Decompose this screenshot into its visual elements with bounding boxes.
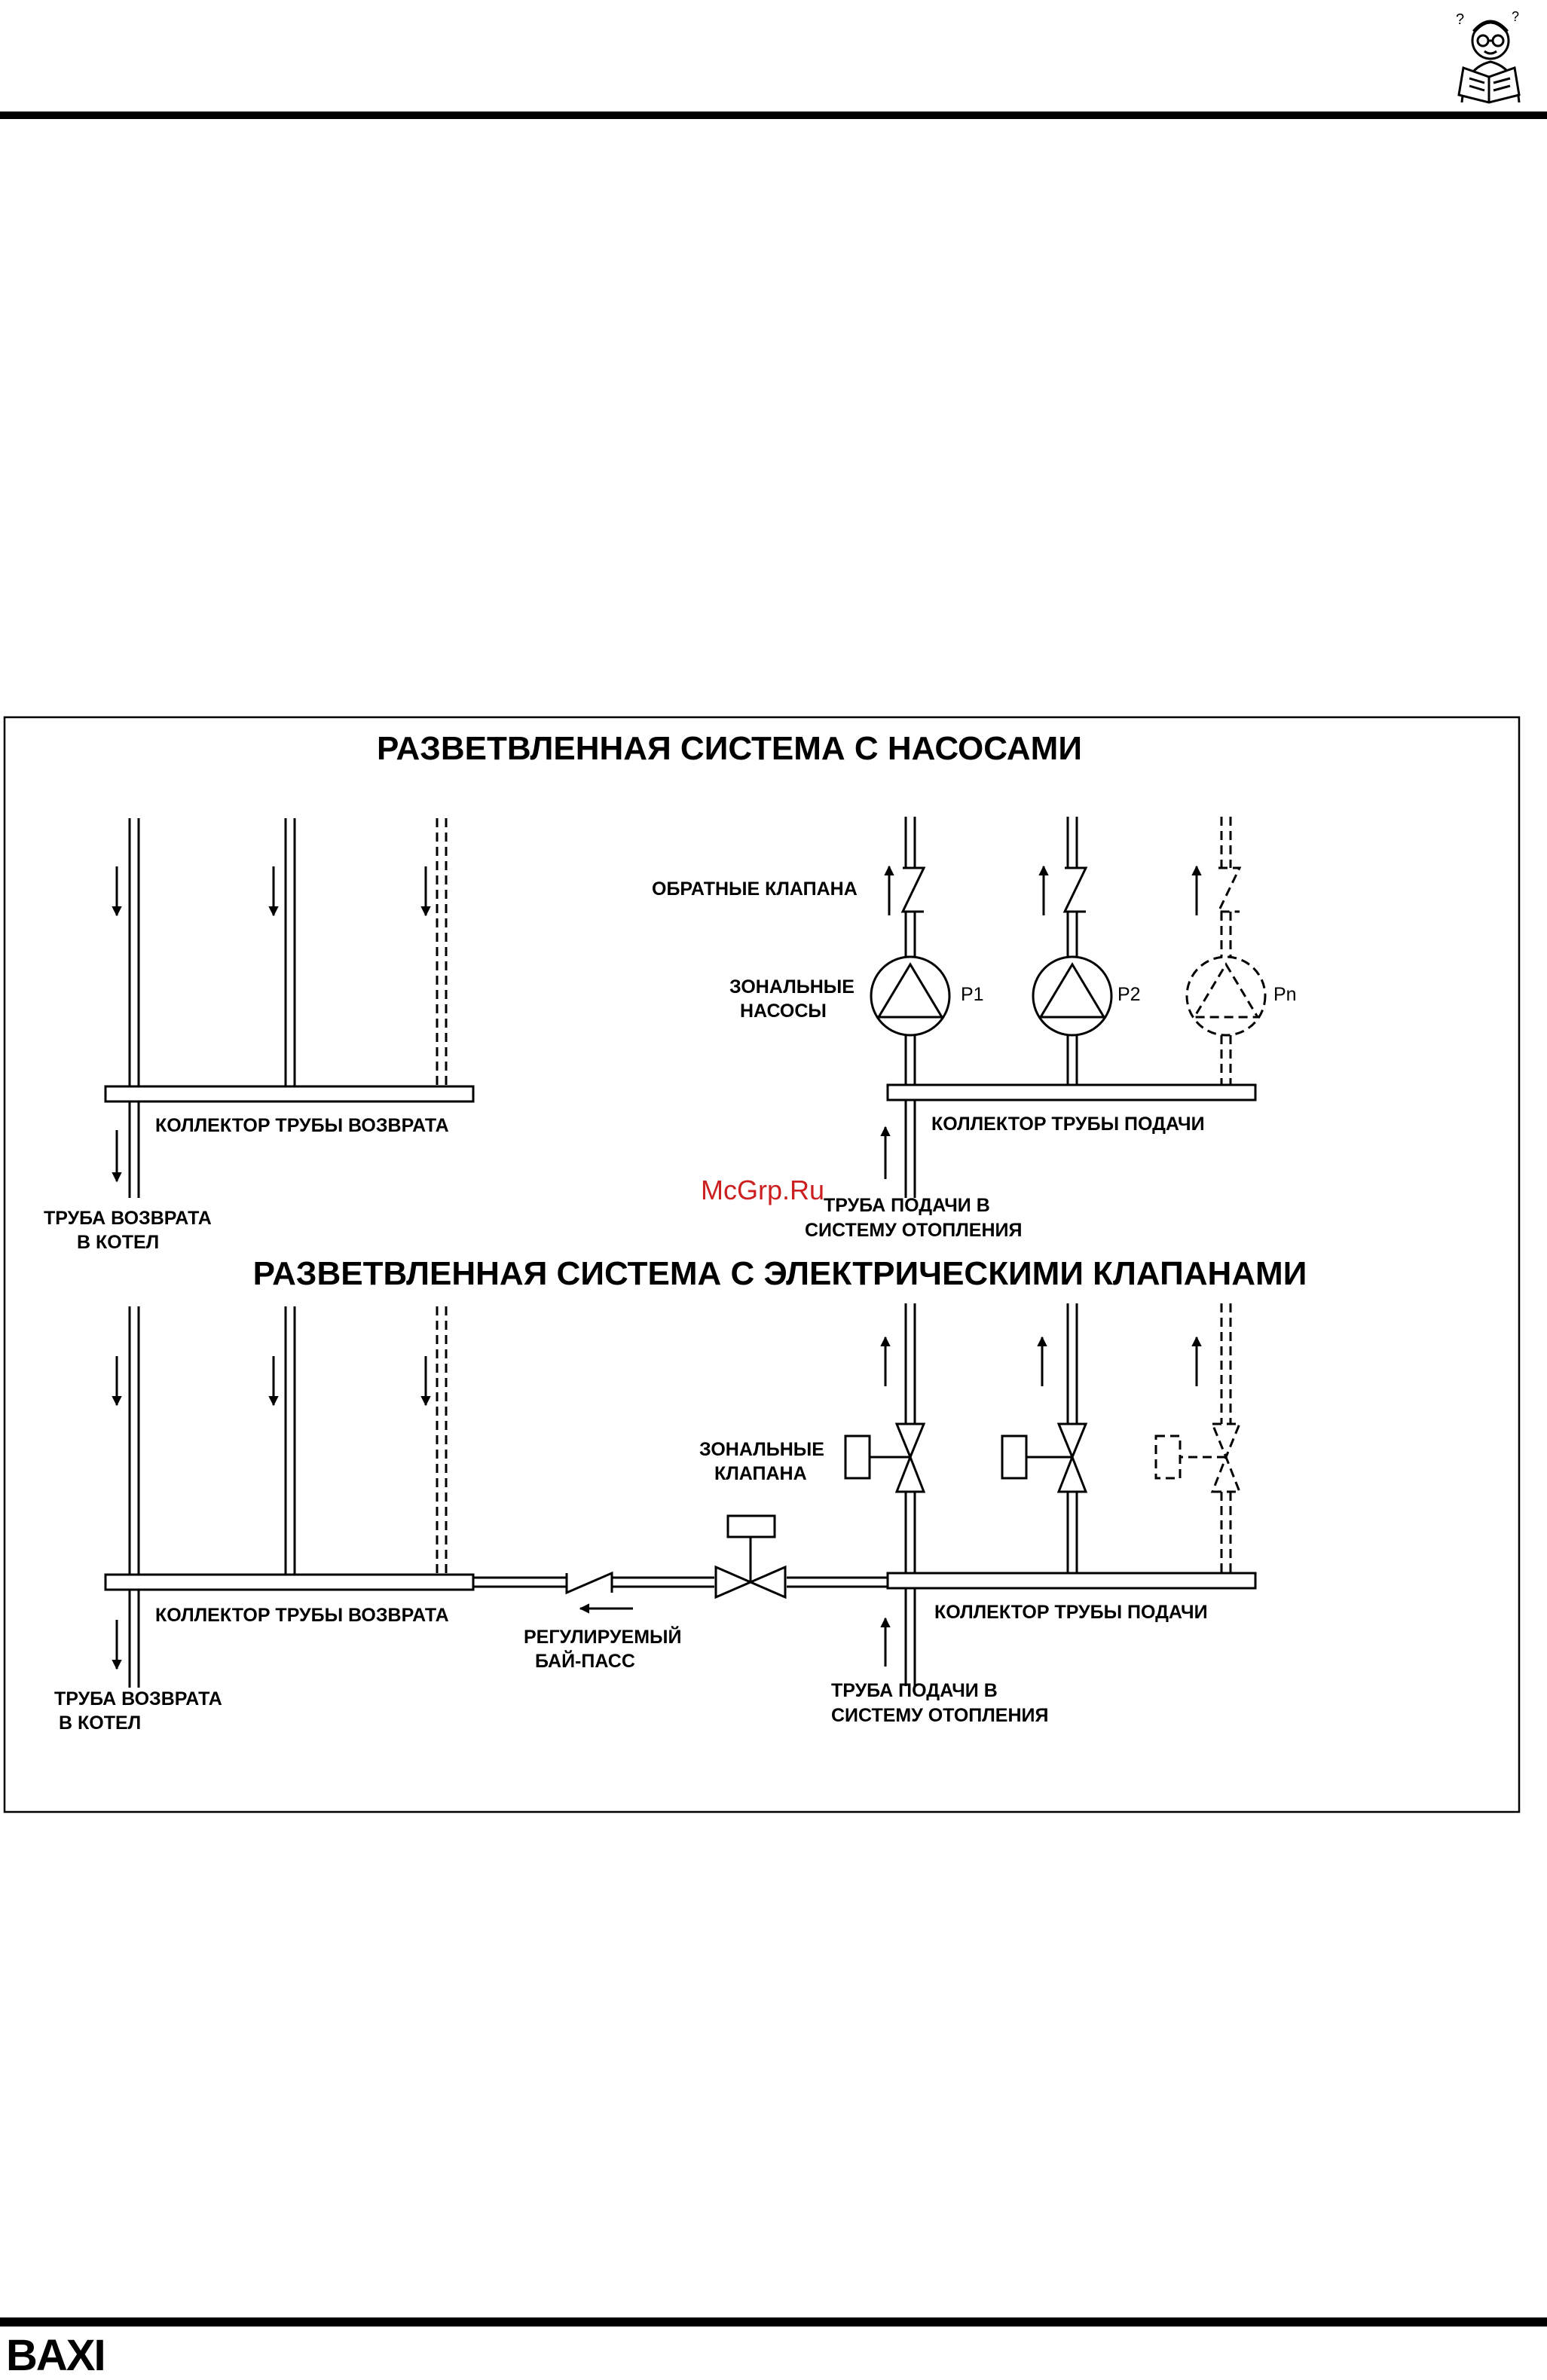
zone-valve-icon [1056,1422,1088,1460]
diagram-frame [3,716,1521,1813]
header-rule [0,112,1547,119]
return-pipe-label-line1: ТРУБА ВОЗВРАТА [44,1208,212,1229]
zone-valve-icon [894,1422,926,1460]
supply-collector-top: КОЛЛЕКТОР ТРУБЫ ПОДАЧИ [880,1083,1257,1198]
check-valve-icon [900,866,926,913]
return-collector-top: КОЛЛЕКТОР ТРУБЫ ВОЗВРАТА [104,818,475,1198]
actuator-icon [844,1434,871,1480]
pump-icon [1032,955,1113,1037]
watermark-text: McGrp.Ru [701,1175,824,1205]
pump-system-title: РАЗВЕТВЛЕННАЯ СИСТЕМА С НАСОСАМИ [377,730,1082,767]
check-valves-label: ОБРАТНЫЕ КЛАПАНА [652,878,858,900]
valve-branch-n [1154,1303,1242,1573]
reading-man-icon: ? ? [1456,9,1521,104]
return-pipe-label-line1: ТРУБА ВОЗВРАТА [54,1688,222,1709]
svg-text:?: ? [1512,9,1519,24]
check-valve-icon [1062,866,1088,913]
zone-valves-label-line2: КЛАПАНА [714,1463,807,1484]
baxi-logo: BAXI [6,2331,106,2380]
check-valve-icon [1216,866,1242,913]
return-collector-bottom: КОЛЛЕКТОР ТРУБЫ ВОЗВРАТА [104,1306,475,1688]
pump-label-p1: P1 [961,984,984,1005]
valve-icon [714,1565,754,1599]
bypass-label-line1: РЕГУЛИРУЕМЫЙ [524,1625,681,1648]
actuator-icon [1154,1434,1182,1480]
pump-system-section: РАЗВЕТВЛЕННАЯ СИСТЕМА С НАСОСАМИ КОЛЛЕКТ… [44,730,1297,1253]
supply-collector-bottom: КОЛЛЕКТОР ТРУБЫ ПОДАЧИ [880,1572,1257,1686]
actuator-icon [1001,1434,1028,1480]
return-pipe-label-line2: В КОТЕЛ [77,1232,159,1253]
supply-pipe-label-line2: СИСТЕМУ ОТОПЛЕНИЯ [831,1705,1048,1726]
zone-pumps-label-line1: ЗОНАЛЬНЫЕ [729,976,855,998]
bypass-label-line2: БАЙ-ПАСС [535,1649,635,1672]
pump-icon [870,955,951,1037]
valve-branch-2 [1001,1303,1088,1573]
svg-text:?: ? [1456,11,1464,28]
return-collector-label: КОЛЛЕКТОР ТРУБЫ ВОЗВРАТА [155,1605,449,1626]
supply-collector-label: КОЛЛЕКТОР ТРУБЫ ПОДАЧИ [931,1114,1205,1135]
zone-branch-n [1185,817,1267,1085]
return-pipe-label-line2: В КОТЕЛ [59,1712,141,1734]
return-collector-label: КОЛЛЕКТОР ТРУБЫ ВОЗВРАТА [155,1115,449,1136]
pump-label-p2: P2 [1117,984,1141,1005]
supply-collector-label: КОЛЛЕКТОР ТРУБЫ ПОДАЧИ [934,1602,1208,1623]
zone-branch-1: P1 [870,817,984,1085]
valve-system-title: РАЗВЕТВЛЕННАЯ СИСТЕМА С ЭЛЕКТРИЧЕСКИМИ К… [253,1255,1307,1292]
supply-pipe-label-line2: СИСТЕМУ ОТОПЛЕНИЯ [805,1220,1022,1241]
pump-icon [1185,955,1267,1037]
zone-branch-2: P2 [1032,817,1141,1085]
valve-system-section: РАЗВЕТВЛЕННАЯ СИСТЕМА С ЭЛЕКТРИЧЕСКИМИ К… [54,1255,1307,1734]
actuator-icon [726,1514,776,1538]
zone-valve-icon [1210,1422,1242,1460]
valve-branch-1 [844,1303,926,1573]
zone-valves-label-line1: ЗОНАЛЬНЫЕ [699,1439,824,1460]
zone-pumps-label-line2: НАСОСЫ [740,1001,827,1022]
pump-label-pn: Pn [1273,984,1297,1005]
supply-pipe-label-line1: ТРУБА ПОДАЧИ В [824,1195,990,1216]
footer-rule [0,2317,1547,2327]
bypass-line [473,1514,888,1614]
check-valve-icon [565,1571,613,1595]
supply-pipe-label-line1: ТРУБА ПОДАЧИ В [831,1680,998,1701]
